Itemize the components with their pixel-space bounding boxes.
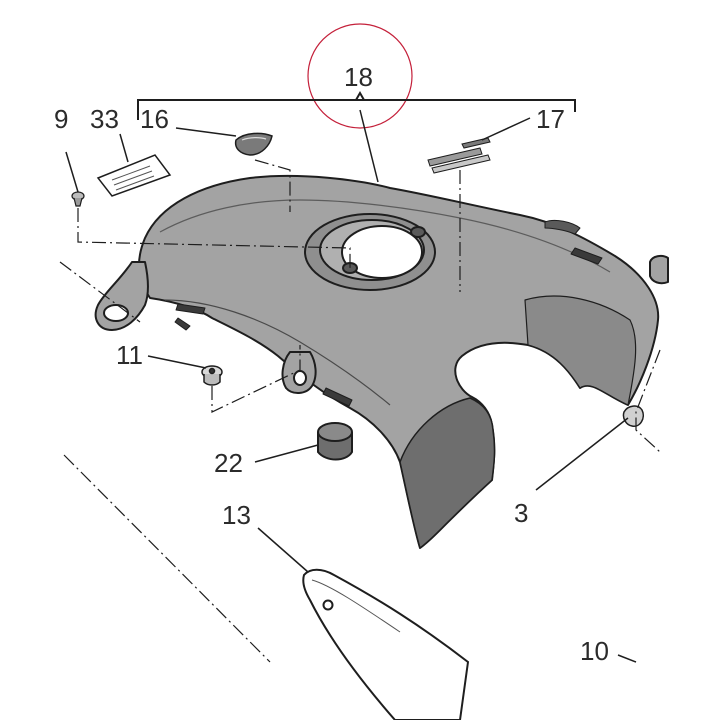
highlight-circle — [307, 23, 413, 129]
bracket-notch — [355, 90, 365, 101]
assembly-lines — [59, 159, 661, 663]
callout-18: 18 — [344, 62, 373, 92]
part-17-stripes — [427, 137, 491, 174]
callout-9: 9 — [54, 104, 68, 134]
callout-10: 10 — [580, 636, 609, 666]
assembly-bracket — [137, 99, 576, 120]
callout-labels: 9 33 16 18 17 11 22 3 13 10 — [54, 62, 609, 666]
callout-33: 33 — [90, 104, 119, 134]
callout-22: 22 — [214, 448, 243, 478]
part-16-badge — [234, 132, 273, 156]
part-9-screw — [71, 191, 85, 207]
callout-11: 11 — [116, 340, 143, 370]
part-11-screw — [201, 365, 223, 386]
part-3-clip — [622, 405, 644, 427]
part-13-panel — [302, 568, 470, 720]
callout-16: 16 — [140, 104, 169, 134]
tank-cover — [94, 174, 669, 549]
leader-lines — [65, 109, 637, 663]
part-33-label — [96, 154, 172, 197]
callout-3: 3 — [514, 498, 528, 528]
part-22-plug — [317, 422, 353, 461]
callout-13: 13 — [222, 500, 251, 530]
callout-17: 17 — [536, 104, 565, 134]
